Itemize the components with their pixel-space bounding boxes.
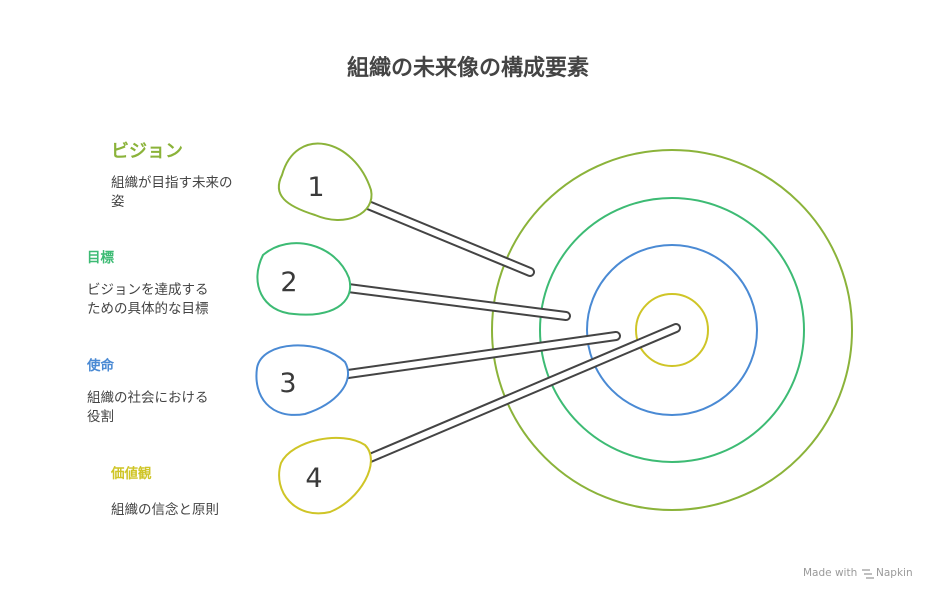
- item-heading-values: 価値観: [110, 465, 152, 482]
- target-ring-values: [635, 293, 709, 367]
- dart-2: 2: [256, 242, 571, 321]
- dart-shaft-1: [363, 200, 535, 277]
- dart-number-4: 4: [305, 463, 322, 494]
- dart-shaft-2: [343, 283, 571, 321]
- item-desc-goals-line1: ビジョンを達成する: [87, 282, 209, 298]
- dart-3: 3: [255, 331, 621, 416]
- dart-shaft-4: [365, 323, 681, 463]
- item-desc-values-line1: 組織の信念と原則: [111, 501, 219, 518]
- dart-4: 4: [278, 323, 681, 515]
- dart-flight-1: [277, 142, 373, 221]
- item-heading-mission: 使命: [86, 357, 114, 374]
- credit-brand: Napkin: [876, 567, 913, 579]
- target-ring-vision: [491, 149, 853, 511]
- napkin-logo-icon: [862, 569, 874, 579]
- target-ring-mission: [586, 244, 758, 416]
- dart-number-1: 1: [307, 172, 324, 203]
- credit: Made with Napkin: [803, 567, 913, 579]
- item-desc-goals-line2: ための具体的な目標: [87, 301, 209, 317]
- dart-1: 1: [277, 142, 535, 277]
- diagram-title: 組織の未来像の構成要素: [347, 55, 589, 81]
- item-desc-mission-line2: 役割: [87, 408, 114, 425]
- item-heading-vision: ビジョン: [111, 141, 183, 162]
- dart-number-2: 2: [280, 267, 297, 298]
- dart-flight-3: [255, 344, 350, 416]
- item-desc-mission-line1: 組織の社会における: [87, 390, 209, 406]
- target: [491, 149, 853, 511]
- dart-number-3: 3: [279, 368, 296, 399]
- dart-flight-4: [278, 436, 372, 515]
- item-heading-goals: 目標: [87, 249, 114, 266]
- target-ring-goals: [539, 197, 805, 463]
- item-desc-vision-line2: 姿: [111, 194, 125, 210]
- credit-text: Made with: [803, 567, 857, 579]
- dart-shaft-3: [343, 331, 621, 379]
- item-desc-vision-line1: 組織が目指す未来の: [111, 175, 233, 191]
- dart-flight-2: [256, 242, 352, 316]
